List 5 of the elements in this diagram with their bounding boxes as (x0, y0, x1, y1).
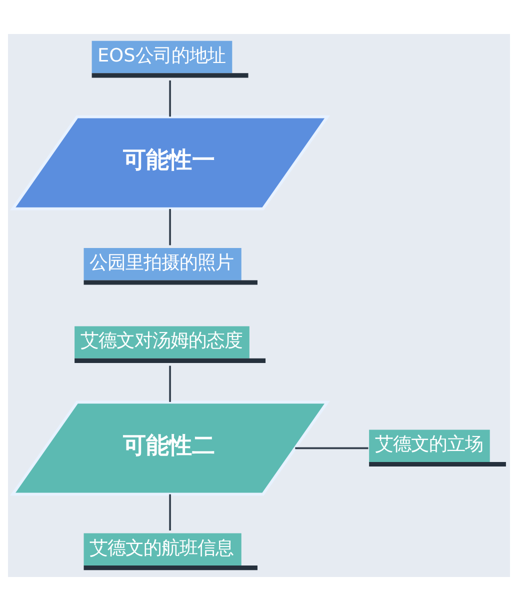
connector (169, 365, 171, 402)
connector (169, 494, 171, 530)
connector (169, 208, 171, 245)
connector (169, 80, 171, 116)
connector (295, 446, 368, 449)
